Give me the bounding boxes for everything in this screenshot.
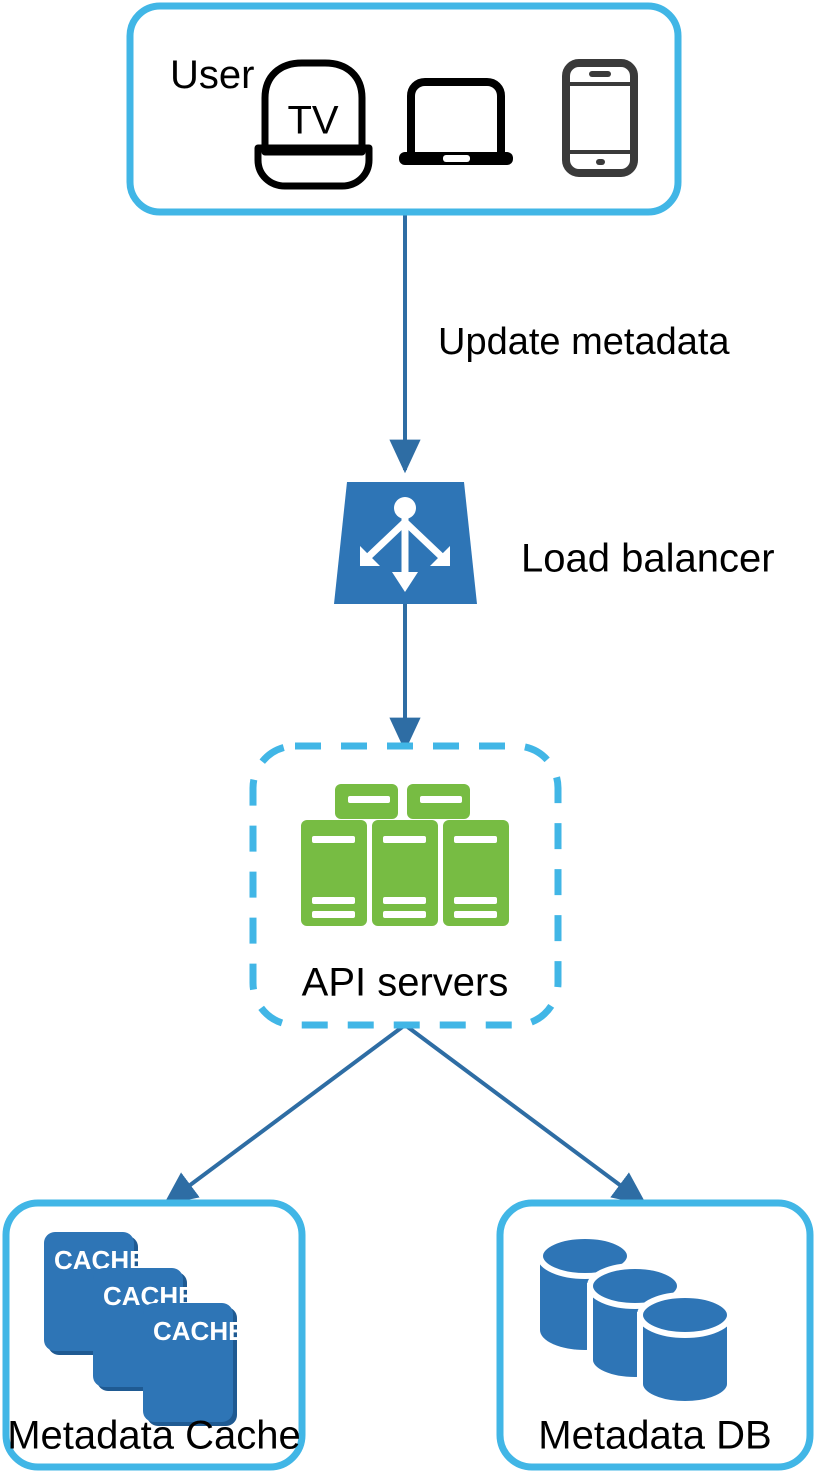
edge-user-to-load-balancer: Update metadata bbox=[389, 213, 730, 474]
db-cylinder-3 bbox=[637, 1292, 733, 1407]
node-label-metadata-cache: Metadata Cache bbox=[7, 1414, 301, 1458]
edge-line bbox=[163, 1023, 407, 1205]
database-cylinders-icon bbox=[537, 1233, 733, 1407]
node-user[interactable]: User TV bbox=[126, 2, 682, 216]
node-load-balancer[interactable]: Load balancer bbox=[334, 482, 775, 604]
laptop-icon bbox=[399, 78, 513, 165]
smartphone-icon bbox=[562, 59, 638, 177]
node-metadata-cache[interactable]: CACHE CACHE CACHE Metadata Cache bbox=[2, 1199, 306, 1471]
node-label-api-servers: API servers bbox=[302, 961, 509, 1005]
node-metadata-db[interactable]: Metadata DB bbox=[496, 1199, 814, 1471]
tv-icon: TV bbox=[254, 59, 373, 190]
edge-line bbox=[403, 1023, 647, 1205]
edge-api-servers-to-metadata-db bbox=[403, 1023, 647, 1205]
edge-api-servers-to-metadata-cache bbox=[163, 1023, 407, 1205]
load-balancer-distribute-icon bbox=[360, 497, 450, 592]
user-box bbox=[126, 2, 682, 216]
cache-block-label-3: CACHE bbox=[153, 1316, 245, 1346]
server-rack-icon bbox=[301, 784, 509, 926]
node-label-metadata-db: Metadata DB bbox=[538, 1414, 771, 1458]
node-api-servers[interactable]: API servers bbox=[249, 742, 562, 1029]
tv-icon-label: TV bbox=[287, 99, 338, 143]
node-label-load-balancer: Load balancer bbox=[521, 537, 775, 581]
cache-stack-icon: CACHE CACHE CACHE bbox=[44, 1232, 245, 1426]
edge-label-update-metadata: Update metadata bbox=[438, 321, 730, 363]
node-label-user: User bbox=[170, 53, 254, 97]
